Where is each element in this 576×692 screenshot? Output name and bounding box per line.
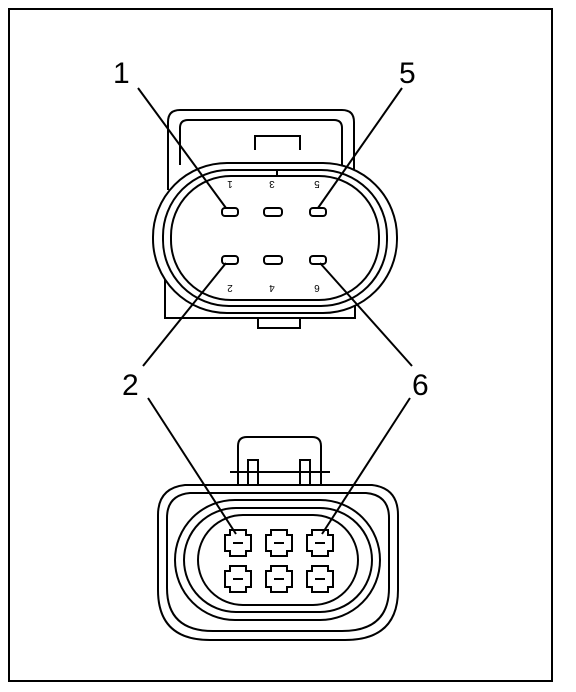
component-pin-5 [309,207,327,217]
lower-oval-2 [183,507,373,613]
pin-number-4: 4 [269,282,275,293]
callout-6: 6 [412,369,429,402]
component-connector [152,109,398,329]
pin-number-6: 6 [314,282,320,293]
leader-6-upper [319,262,413,367]
leader-2-lower [147,397,237,535]
upper-bottom-key [257,318,301,329]
upper-inner-oval [170,175,380,301]
lower-outer-body [157,484,399,641]
component-pin-6 [309,255,327,265]
leader-5 [317,87,403,209]
harness-terminal-slots [233,542,325,580]
harness-terminals [224,529,334,593]
upper-latch-inner [179,119,343,165]
pin-number-3: 3 [269,178,275,189]
pin-number-5: 5 [314,178,320,189]
component-pin-3 [263,207,283,217]
pin-number-labels: 1 3 5 2 4 6 [227,178,320,293]
pin-number-2: 2 [227,282,233,293]
upper-mid-oval [162,169,388,307]
figure-frame [8,8,553,682]
callout-1: 1 [113,57,130,90]
lower-oval-3 [197,514,359,606]
lower-oval-1 [174,499,381,621]
leader-2-upper [142,262,227,367]
upper-outer-oval [152,162,398,314]
upper-latch-tab [254,135,301,150]
callout-2: 2 [122,369,139,402]
component-pin-2 [221,255,239,265]
component-pin-1 [221,207,239,217]
harness-connector [157,436,399,641]
lower-outer-body-inner [166,492,390,632]
lower-latch-right-rib [299,459,311,492]
callout-labels: 1 5 2 6 [113,57,429,402]
component-pin-4 [263,255,283,265]
lower-latch-left-rib [247,459,259,492]
pin-number-1: 1 [227,178,233,189]
callout-5: 5 [399,57,416,90]
leader-lines [137,87,413,535]
leader-6-lower [321,397,411,535]
component-pins [221,207,327,265]
lower-latch-outer [237,436,322,485]
upper-latch-housing [167,109,355,190]
leader-1 [137,87,227,209]
